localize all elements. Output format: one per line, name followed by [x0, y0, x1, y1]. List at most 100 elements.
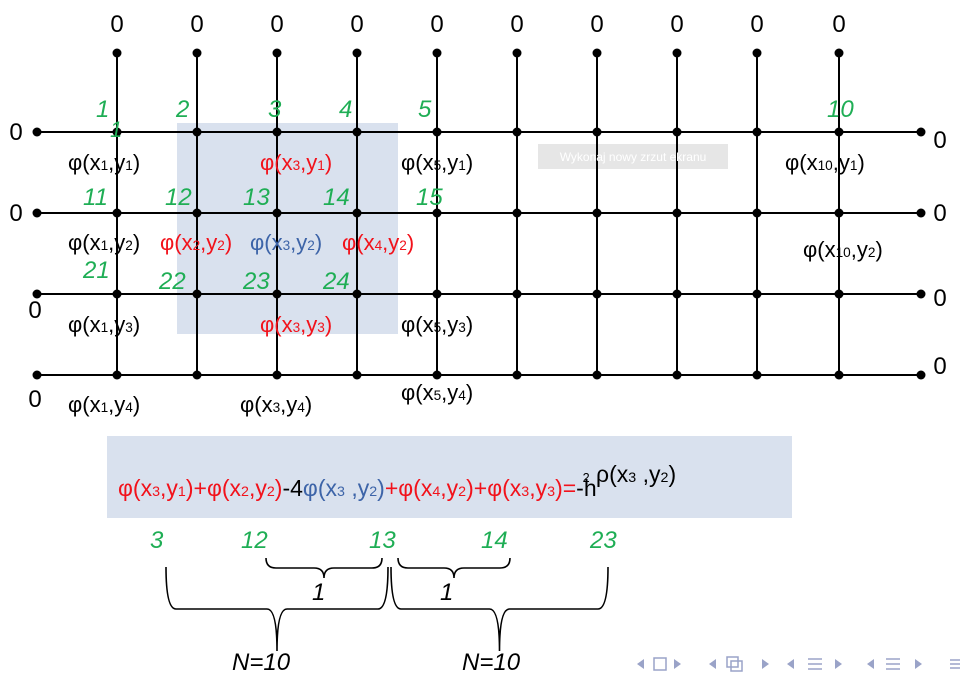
text-run: ,y: [249, 475, 267, 501]
grid-node: [192, 370, 202, 380]
text-run: 1: [178, 484, 186, 500]
grid-node: [834, 208, 844, 218]
subsection-icon[interactable]: [886, 658, 900, 670]
text-run: φ(x: [240, 392, 273, 417]
section-icon[interactable]: [808, 658, 822, 670]
big-brace-right: [390, 566, 609, 652]
phi-label: φ(x4,y2): [342, 230, 414, 255]
text-run: ,y: [108, 312, 125, 337]
text-run: 3: [293, 320, 301, 335]
grid-node: [272, 127, 282, 137]
text-run: 2: [868, 245, 876, 260]
text-run: +: [474, 475, 487, 501]
text-run: ): [225, 230, 232, 255]
text-run: 1: [458, 158, 466, 173]
frame-icon[interactable]: [726, 656, 743, 672]
text-run: ,y: [345, 475, 370, 501]
grid-node: [592, 370, 602, 380]
text-run: 3: [337, 484, 345, 500]
text-run: -4: [282, 475, 303, 501]
text-run: ): [325, 150, 332, 175]
text-run: 1: [317, 158, 325, 173]
boundary-node: [752, 48, 762, 58]
text-run: ): [466, 380, 473, 405]
text-run: ): [377, 475, 385, 501]
text-run: 10: [818, 158, 834, 173]
right-boundary-label: 0: [933, 285, 946, 312]
node-number-label: 5: [418, 96, 432, 123]
triangle-left-icon[interactable]: [709, 659, 716, 669]
top-boundary-label: 0: [430, 11, 443, 38]
text-run: 3: [628, 470, 636, 486]
boundary-node: [916, 370, 926, 380]
text-run: φ(x: [260, 150, 293, 175]
square-icon[interactable]: [653, 657, 667, 671]
text-run: ): [325, 312, 332, 337]
top-boundary-label: 0: [190, 11, 203, 38]
grid-node: [512, 370, 522, 380]
text-run: φ(x: [785, 150, 818, 175]
big-brace-left: [165, 566, 389, 652]
text-run: ,y: [108, 392, 125, 417]
text-run: ): [186, 475, 194, 501]
triangle-right-icon[interactable]: [835, 659, 842, 669]
node-number-label: 2: [175, 96, 189, 123]
grid-node: [752, 208, 762, 218]
text-run: 4: [432, 484, 440, 500]
grid-node: [432, 370, 442, 380]
grid-node: [512, 127, 522, 137]
text-run: ): [133, 230, 140, 255]
phi-label: φ(x1,y1): [68, 150, 140, 175]
top-boundary-label: 0: [670, 11, 683, 38]
small-brace-right: [397, 557, 511, 579]
grid-node: [192, 208, 202, 218]
text-run: ,y: [636, 461, 661, 487]
text-run: 2: [458, 484, 466, 500]
triangle-left-icon[interactable]: [787, 659, 794, 669]
text-run: φ(x: [118, 475, 153, 501]
text-run: 3: [125, 320, 133, 335]
grid-node: [592, 289, 602, 299]
triangle-left-icon: [709, 659, 716, 669]
text-run: ρ(x: [590, 461, 629, 487]
triangle-left-icon[interactable]: [867, 659, 874, 669]
brace-label-big-right: N=10: [462, 649, 521, 676]
text-run: ): [668, 461, 676, 487]
grid-node: [432, 127, 442, 137]
text-run: 5: [434, 388, 442, 403]
grid-node: [512, 289, 522, 299]
top-boundary-label: 0: [270, 11, 283, 38]
triangle-right-icon: [674, 659, 681, 669]
triangle-right-icon: [915, 659, 922, 669]
triangle-right-icon[interactable]: [762, 659, 769, 669]
text-run: 3: [317, 320, 325, 335]
text-run: 2: [217, 238, 225, 253]
top-boundary-label: 0: [110, 11, 123, 38]
boundary-node: [916, 208, 926, 218]
boundary-node: [32, 208, 42, 218]
triangle-right-icon[interactable]: [674, 659, 681, 669]
text-run: ,y: [851, 237, 868, 262]
boundary-node: [272, 48, 282, 58]
text-run: -h: [576, 475, 596, 501]
node-number-label: 4: [339, 96, 352, 123]
text-run: ,y: [280, 392, 297, 417]
text-run: 3: [458, 320, 466, 335]
grid-node: [352, 289, 362, 299]
text-run: 2: [125, 238, 133, 253]
text-run: 1: [850, 158, 858, 173]
triangle-right-icon[interactable]: [915, 659, 922, 669]
triangle-left-icon[interactable]: [637, 659, 644, 669]
text-run: φ(x: [487, 475, 522, 501]
text-run: φ(x: [401, 312, 434, 337]
text-run: 3: [547, 484, 555, 500]
phi-label: φ(x10,y1): [785, 150, 865, 175]
text-run: 4: [458, 388, 466, 403]
menu-icon[interactable]: [950, 659, 960, 669]
text-run: ,y: [108, 230, 125, 255]
triangle-left-icon: [867, 659, 874, 669]
text-run: ): [407, 230, 414, 255]
brace-label-big-left: N=10: [232, 649, 291, 676]
text-run: φ(x: [398, 475, 433, 501]
